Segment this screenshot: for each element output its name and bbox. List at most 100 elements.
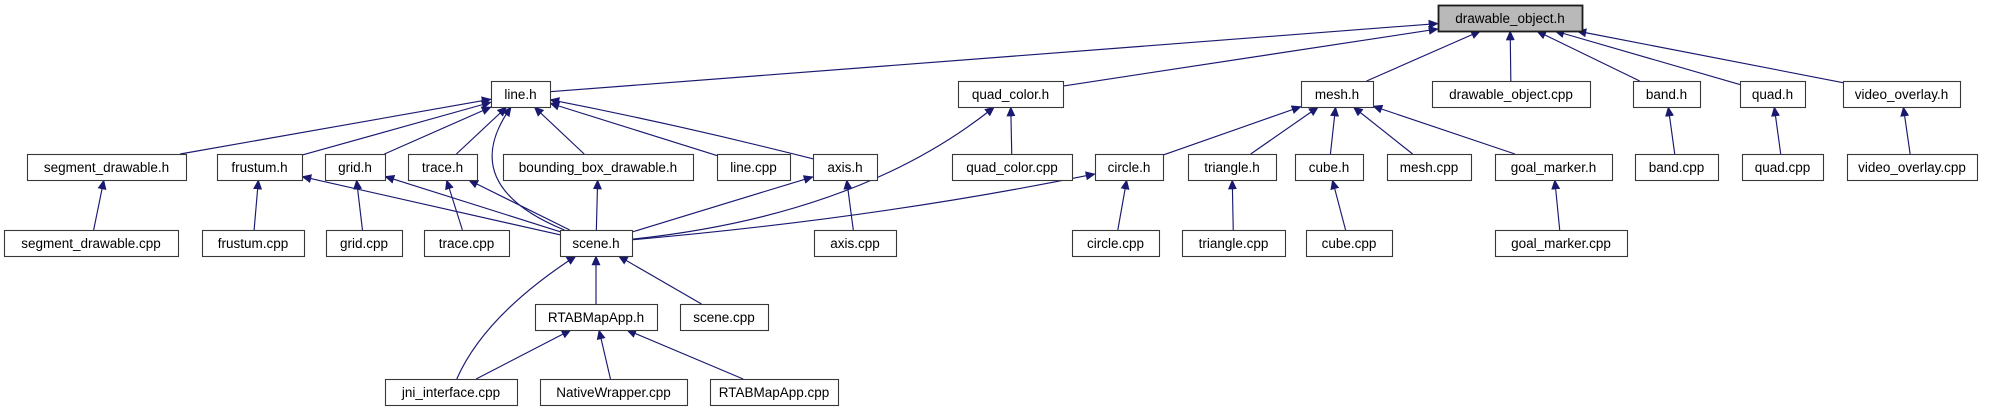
node-label-grid_cpp: grid.cpp (340, 236, 388, 251)
edge-jni_interface_cpp-scene_h (456, 255, 577, 380)
node-label-triangle_cpp: triangle.cpp (1199, 236, 1269, 251)
node-quad_h[interactable]: quad.h (1739, 80, 1807, 109)
edge-band_h-drawable_object_h (1536, 30, 1640, 82)
edge-nativewrapper_cpp-rtabmapapp_h (596, 329, 612, 380)
node-trace_h[interactable]: trace.h (407, 153, 479, 182)
node-label-cube_h: cube.h (1309, 160, 1350, 175)
node-label-line_h: line.h (504, 87, 536, 102)
node-frustum_cpp[interactable]: frustum.cpp (201, 229, 306, 258)
node-cube_h[interactable]: cube.h (1294, 153, 1365, 182)
node-drawable_object_cpp[interactable]: drawable_object.cpp (1431, 80, 1592, 109)
node-label-quad_color_cpp: quad_color.cpp (966, 160, 1058, 175)
node-video_overlay_h[interactable]: video_overlay.h (1842, 80, 1962, 109)
edge-band_cpp-band_h (1665, 106, 1676, 155)
node-line_cpp[interactable]: line.cpp (716, 153, 792, 182)
node-label-rtabmapapp_cpp: RTABMapApp.cpp (719, 385, 830, 400)
node-triangle_cpp[interactable]: triangle.cpp (1181, 229, 1287, 258)
edge-scene_h-line_h (491, 106, 565, 231)
node-rtabmapapp_cpp[interactable]: RTABMapApp.cpp (709, 378, 840, 407)
node-quad_color_cpp[interactable]: quad_color.cpp (951, 153, 1074, 182)
node-video_overlay_cpp[interactable]: video_overlay.cpp (1846, 153, 1979, 182)
node-bounding_box_drawable_h[interactable]: bounding_box_drawable.h (502, 153, 695, 182)
edge-quad_color_cpp-quad_color_h (1006, 106, 1016, 155)
edge-quad_cpp-quad_h (1771, 106, 1782, 155)
edge-segment_drawable_h-line_h (180, 96, 492, 155)
node-label-quad_color_h: quad_color.h (972, 87, 1049, 102)
edge-triangle_cpp-triangle_h (1227, 179, 1237, 231)
node-quad_color_h[interactable]: quad_color.h (957, 80, 1065, 109)
node-jni_interface_cpp[interactable]: jni_interface.cpp (384, 378, 519, 407)
edge-frustum_cpp-frustum_h (253, 179, 263, 231)
node-label-scene_cpp: scene.cpp (693, 310, 755, 325)
edge-rtabmapapp_cpp-rtabmapapp_h (626, 329, 744, 380)
node-label-band_cpp: band.cpp (1649, 160, 1705, 175)
node-label-goal_marker_h: goal_marker.h (1511, 160, 1597, 175)
edge-goal_marker_h-mesh_h (1372, 104, 1516, 155)
node-band_h[interactable]: band.h (1632, 80, 1702, 109)
node-label-frustum_h: frustum.h (231, 160, 287, 175)
edge-grid_cpp-grid_h (353, 179, 364, 231)
node-label-grid_h: grid.h (338, 160, 372, 175)
node-trace_cpp[interactable]: trace.cpp (423, 229, 511, 258)
node-axis_cpp[interactable]: axis.cpp (813, 229, 898, 258)
edge-goal_marker_cpp-goal_marker_h (1551, 179, 1561, 231)
node-quad_cpp[interactable]: quad.cpp (1741, 153, 1825, 182)
edge-scene_h-circle_h (631, 171, 1096, 241)
edge-video_overlay_cpp-video_overlay_h (1900, 106, 1911, 155)
node-line_h[interactable]: line.h (490, 80, 552, 109)
node-segment_drawable_cpp[interactable]: segment_drawable.cpp (3, 229, 180, 258)
edge-quad_color_h-drawable_object_h (1062, 25, 1439, 87)
node-label-quad_cpp: quad.cpp (1755, 160, 1811, 175)
node-label-trace_cpp: trace.cpp (439, 236, 495, 251)
node-mesh_cpp[interactable]: mesh.cpp (1386, 153, 1473, 182)
node-triangle_h[interactable]: triangle.h (1187, 153, 1278, 182)
node-band_cpp[interactable]: band.cpp (1634, 153, 1720, 182)
node-segment_drawable_h[interactable]: segment_drawable.h (26, 153, 188, 182)
node-label-scene_h: scene.h (572, 236, 619, 251)
edge-scene_h-grid_h (384, 174, 561, 233)
node-label-rtabmapapp_h: RTABMapApp.h (548, 310, 644, 325)
edge-drawable_object_cpp-drawable_object_h (1505, 30, 1515, 82)
node-nativewrapper_cpp[interactable]: NativeWrapper.cpp (539, 378, 689, 407)
node-label-circle_cpp: circle.cpp (1087, 236, 1144, 251)
edge-jni_interface_cpp-rtabmapapp_h (475, 329, 572, 380)
edge-circle_h-mesh_h (1162, 105, 1302, 156)
node-label-drawable_object_cpp: drawable_object.cpp (1449, 87, 1573, 102)
node-scene_cpp[interactable]: scene.cpp (679, 303, 770, 332)
node-label-segment_drawable_cpp: segment_drawable.cpp (21, 236, 161, 251)
node-goal_marker_cpp[interactable]: goal_marker.cpp (1494, 229, 1629, 258)
node-frustum_h[interactable]: frustum.h (216, 153, 304, 182)
edge-mesh_h-drawable_object_h (1366, 30, 1482, 82)
node-circle_h[interactable]: circle.h (1094, 153, 1165, 182)
node-grid_h[interactable]: grid.h (324, 153, 387, 182)
edge-triangle_h-mesh_h (1250, 106, 1319, 155)
node-label-jni_interface_cpp: jni_interface.cpp (401, 385, 500, 400)
edge-line_h-drawable_object_h (549, 19, 1439, 93)
edge-mesh_cpp-mesh_h (1352, 106, 1413, 155)
node-axis_h[interactable]: axis.h (812, 153, 879, 182)
node-label-cube_cpp: cube.cpp (1322, 236, 1377, 251)
edge-cube_h-mesh_h (1329, 106, 1340, 155)
node-grid_cpp[interactable]: grid.cpp (325, 229, 404, 258)
edge-frustum_h-line_h (301, 100, 492, 156)
node-label-quad_h: quad.h (1752, 87, 1793, 102)
node-drawable_object_h[interactable]: drawable_object.h (1437, 4, 1584, 33)
edge-quad_h-drawable_object_h (1554, 29, 1741, 86)
node-scene_h[interactable]: scene.h (559, 229, 634, 258)
node-circle_cpp[interactable]: circle.cpp (1071, 229, 1161, 258)
node-goal_marker_h[interactable]: goal_marker.h (1494, 153, 1614, 182)
node-rtabmapapp_h[interactable]: RTABMapApp.h (534, 303, 659, 332)
node-label-line_cpp: line.cpp (730, 160, 777, 175)
node-label-bounding_box_drawable_h: bounding_box_drawable.h (519, 160, 677, 175)
edge-axis_h-line_h (549, 97, 814, 160)
node-mesh_h[interactable]: mesh.h (1300, 80, 1375, 109)
node-layer: drawable_object.h line.h quad_color.h mesh.… (3, 4, 1979, 407)
edge-circle_cpp-circle_h (1117, 179, 1130, 231)
node-label-band_h: band.h (1646, 87, 1687, 102)
node-label-axis_cpp: axis.cpp (830, 236, 880, 251)
edge-scene_h-quad_color_h (631, 106, 995, 240)
node-cube_cpp[interactable]: cube.cpp (1305, 229, 1394, 258)
node-label-video_overlay_cpp: video_overlay.cpp (1858, 160, 1966, 175)
node-label-video_overlay_h: video_overlay.h (1855, 87, 1949, 102)
